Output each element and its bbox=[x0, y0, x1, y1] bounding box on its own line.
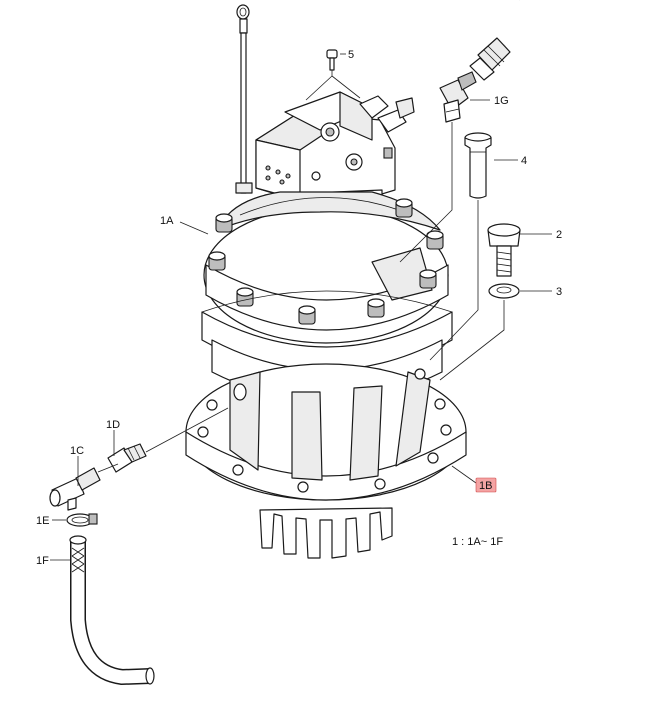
leader-lines bbox=[50, 53, 552, 561]
kit-note: 1 : 1A~ 1F bbox=[452, 536, 503, 548]
label-1c: 1C bbox=[70, 445, 84, 457]
pinion-gear bbox=[259, 507, 393, 559]
label-1a: 1A bbox=[160, 215, 174, 227]
valve-block bbox=[255, 91, 415, 211]
label-1d: 1D bbox=[106, 419, 120, 431]
hydraulic-hose-top bbox=[469, 0, 524, 81]
reduction-gear-housing bbox=[185, 363, 467, 501]
pin-4 bbox=[464, 132, 492, 199]
flange-bolts bbox=[208, 198, 444, 325]
hose-clamp-1e bbox=[66, 513, 98, 527]
tee-fitting-1c bbox=[49, 467, 101, 511]
bolt-5 bbox=[326, 49, 338, 71]
washer-3 bbox=[488, 283, 520, 299]
label-1b: 1B bbox=[479, 480, 492, 492]
label-4: 4 bbox=[521, 155, 527, 167]
label-5: 5 bbox=[348, 49, 354, 61]
label-1g: 1G bbox=[494, 95, 509, 107]
part-labels: 5 1G 4 1A 2 3 1D 1C 1E 1F 1B 1 : 1A~ 1F bbox=[36, 49, 562, 567]
level-gauge-dipstick bbox=[235, 4, 253, 194]
drain-hose-1f bbox=[69, 535, 155, 686]
label-1b-highlight bbox=[475, 477, 497, 493]
bolt-2 bbox=[487, 223, 521, 277]
motor-upper-housing bbox=[203, 189, 449, 344]
label-3: 3 bbox=[556, 286, 562, 298]
label-1e: 1E bbox=[36, 515, 49, 527]
label-2: 2 bbox=[556, 229, 562, 241]
elbow-fitting-1g bbox=[439, 71, 477, 123]
label-1f: 1F bbox=[36, 555, 49, 567]
